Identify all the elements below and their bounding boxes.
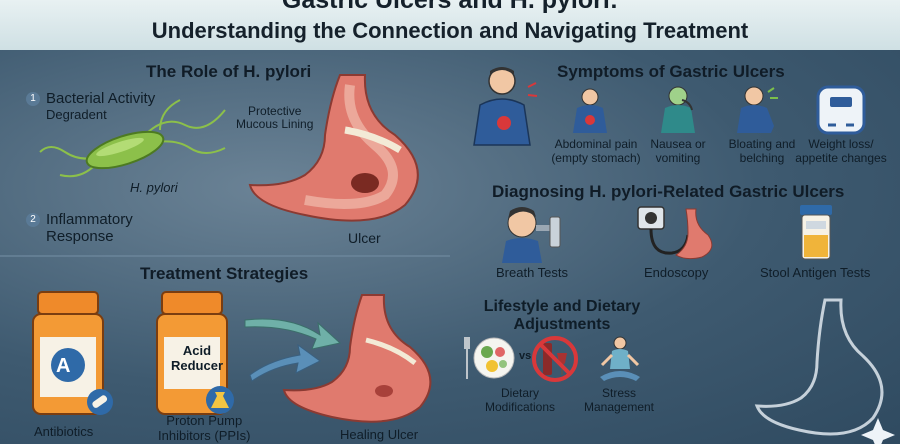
meditation-icon	[600, 336, 640, 381]
lifestyle-heading: Lifestyle and Dietary Adjustments	[482, 298, 642, 334]
ulcer-label: Ulcer	[348, 230, 381, 246]
healing-ulcer-label: Healing Ulcer	[340, 427, 419, 442]
step2-badge: 2	[26, 213, 40, 227]
lining-line2: Mucous Lining	[236, 117, 314, 131]
diet-caption-line1: Dietary	[500, 386, 539, 400]
symptom-nausea: Nausea or vomiting	[640, 137, 716, 165]
lifestyle-heading-line1: Lifestyle and Dietary	[483, 298, 641, 315]
title-line1: Gastric Ulcers and H. pylori:	[281, 0, 619, 14]
treatment-heading: Treatment Strategies	[140, 264, 309, 283]
stomach-ulcer-illustration	[248, 74, 419, 222]
symptom-bloating: Bloating and belching	[722, 137, 802, 165]
stress-caption-line2: Management	[583, 400, 655, 414]
nausea-icon	[661, 86, 695, 133]
vs-label: vs	[519, 350, 532, 362]
healing-stomach-illustration	[282, 294, 432, 423]
stomach-outline-decoration	[754, 298, 895, 444]
lining-label: Protective Mucous Lining	[236, 105, 313, 131]
abdominal-pain-person-icon	[473, 67, 538, 146]
symptom-abdominal-pain: Abdominal pain (empty stomach)	[541, 137, 651, 165]
symptom-3-line2: belching	[739, 151, 785, 165]
stool-test-icon	[800, 205, 832, 260]
symptom-3-line1: Bloating and	[728, 137, 796, 151]
symptom-weight-loss: Weight loss/ appetite changes	[788, 137, 894, 165]
antibiotics-caption: Antibiotics	[34, 424, 94, 439]
antibiotics-bottle-icon	[32, 291, 113, 415]
symptom-4-line2: appetite changes	[795, 151, 887, 165]
abdominal-pain-icon	[573, 88, 607, 133]
weight-scale-icon	[816, 85, 866, 135]
symptom-1-line2: (empty stomach)	[551, 151, 641, 165]
antibiotic-letter: A	[56, 355, 71, 377]
acid-reducer-line2: Reducer	[170, 358, 224, 373]
diagnosis-heading: Diagnosing H. pylori-Related Gastric Ulc…	[492, 182, 845, 201]
symptom-1-line1: Abdominal pain	[554, 137, 638, 151]
treatment-arrows	[244, 318, 342, 382]
symptom-4-line1: Weight loss/	[808, 137, 874, 151]
stress-caption: Stress Management	[578, 386, 660, 414]
role-heading: The Role of H. pylori	[146, 62, 312, 81]
symptoms-heading: Symptoms of Gastric Ulcers	[557, 62, 785, 81]
stress-caption-line1: Stress	[601, 386, 636, 400]
step1-badge: 1	[26, 92, 40, 106]
breath-test-icon	[502, 207, 561, 263]
step1-line1: Bacterial Activity	[46, 90, 156, 107]
acid-reducer-bottle-icon	[156, 291, 234, 415]
acid-reducer-label: Acid Reducer	[170, 343, 224, 373]
step1-line2: Degradent	[46, 107, 107, 122]
ppi-caption-line2: Inhibitors (PPIs)	[158, 428, 251, 443]
diagnosis-stool-label: Stool Antigen Tests	[760, 265, 871, 280]
step2-line2: Response	[46, 228, 114, 245]
ppi-caption-line1: Proton Pump	[166, 413, 243, 428]
lifestyle-heading-line2: Adjustments	[513, 316, 611, 333]
lining-line1: Protective	[248, 104, 302, 118]
section-divider	[0, 255, 450, 257]
healthy-plate-icon	[464, 337, 515, 379]
bloating-icon	[737, 86, 778, 133]
bacterium-icon	[39, 99, 226, 178]
acid-reducer-line1: Acid	[182, 343, 212, 358]
no-alcohol-icon	[532, 336, 578, 382]
diagnosis-endoscopy-label: Endoscopy	[644, 265, 709, 280]
diet-caption-line2: Modifications	[484, 400, 556, 414]
step2-line1: Inflammatory	[46, 211, 133, 228]
diet-caption: Dietary Modifications	[470, 386, 570, 414]
endoscopy-icon	[637, 206, 713, 260]
symptom-2-line1: Nausea or	[650, 137, 706, 151]
symptom-2-line2: vomiting	[655, 151, 701, 165]
bacterium-label: H. pylori	[130, 180, 178, 195]
diagnosis-breath-label: Breath Tests	[496, 265, 569, 280]
header-banner: Gastric Ulcers and H. pylori: Understand…	[0, 0, 900, 50]
title-line2: Understanding the Connection and Navigat…	[151, 18, 749, 43]
ppi-caption: Proton Pump Inhibitors (PPIs)	[158, 413, 250, 443]
